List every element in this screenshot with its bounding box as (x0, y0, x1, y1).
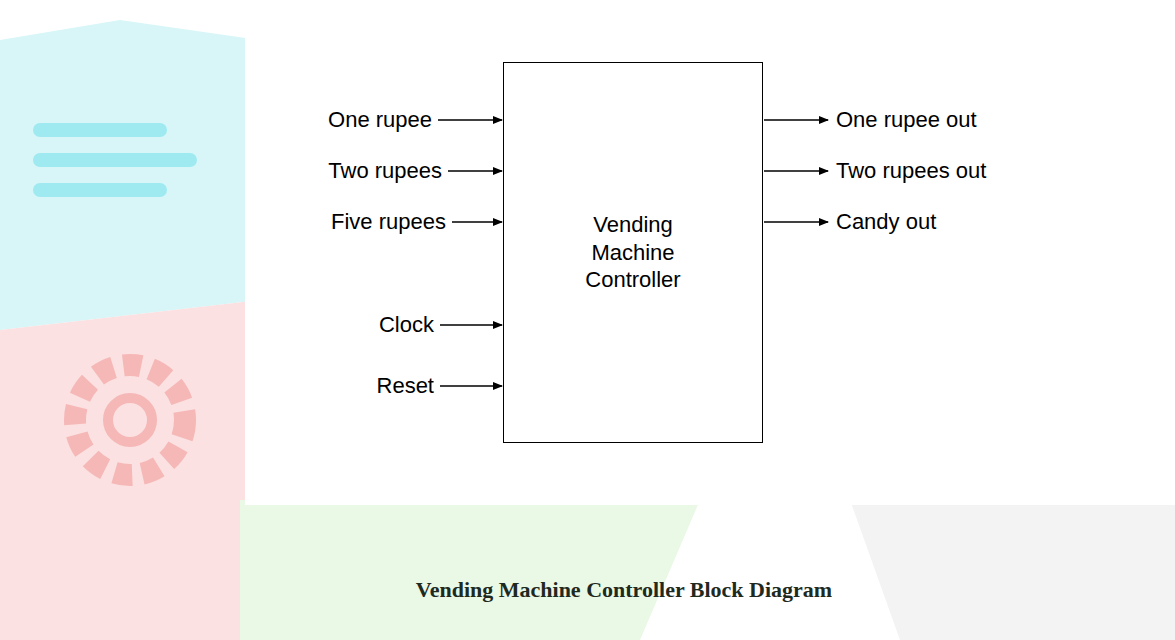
watermark-red (0, 300, 260, 640)
watermark-lines (40, 130, 190, 190)
figure-caption: Vending Machine Controller Block Diagram (416, 577, 832, 603)
watermark-green (240, 500, 700, 640)
signal-name: Five rupees (331, 209, 446, 235)
signal-name: Two rupees (328, 158, 442, 184)
white-panel (245, 0, 1175, 505)
watermark-cyan (0, 20, 260, 330)
watermark-gear (75, 365, 185, 475)
box-label: Vending Machine Controller (568, 211, 698, 294)
signal-name: Reset (377, 373, 434, 399)
signal-name: Candy out (836, 209, 936, 235)
controller-box: Vending Machine Controller (503, 62, 763, 443)
signal-name: One rupee (328, 107, 432, 133)
signal-name: Two rupees out (836, 158, 986, 184)
watermark-gear-hub (108, 398, 152, 442)
signal-name: One rupee out (836, 107, 977, 133)
signal-name: Clock (379, 312, 434, 338)
